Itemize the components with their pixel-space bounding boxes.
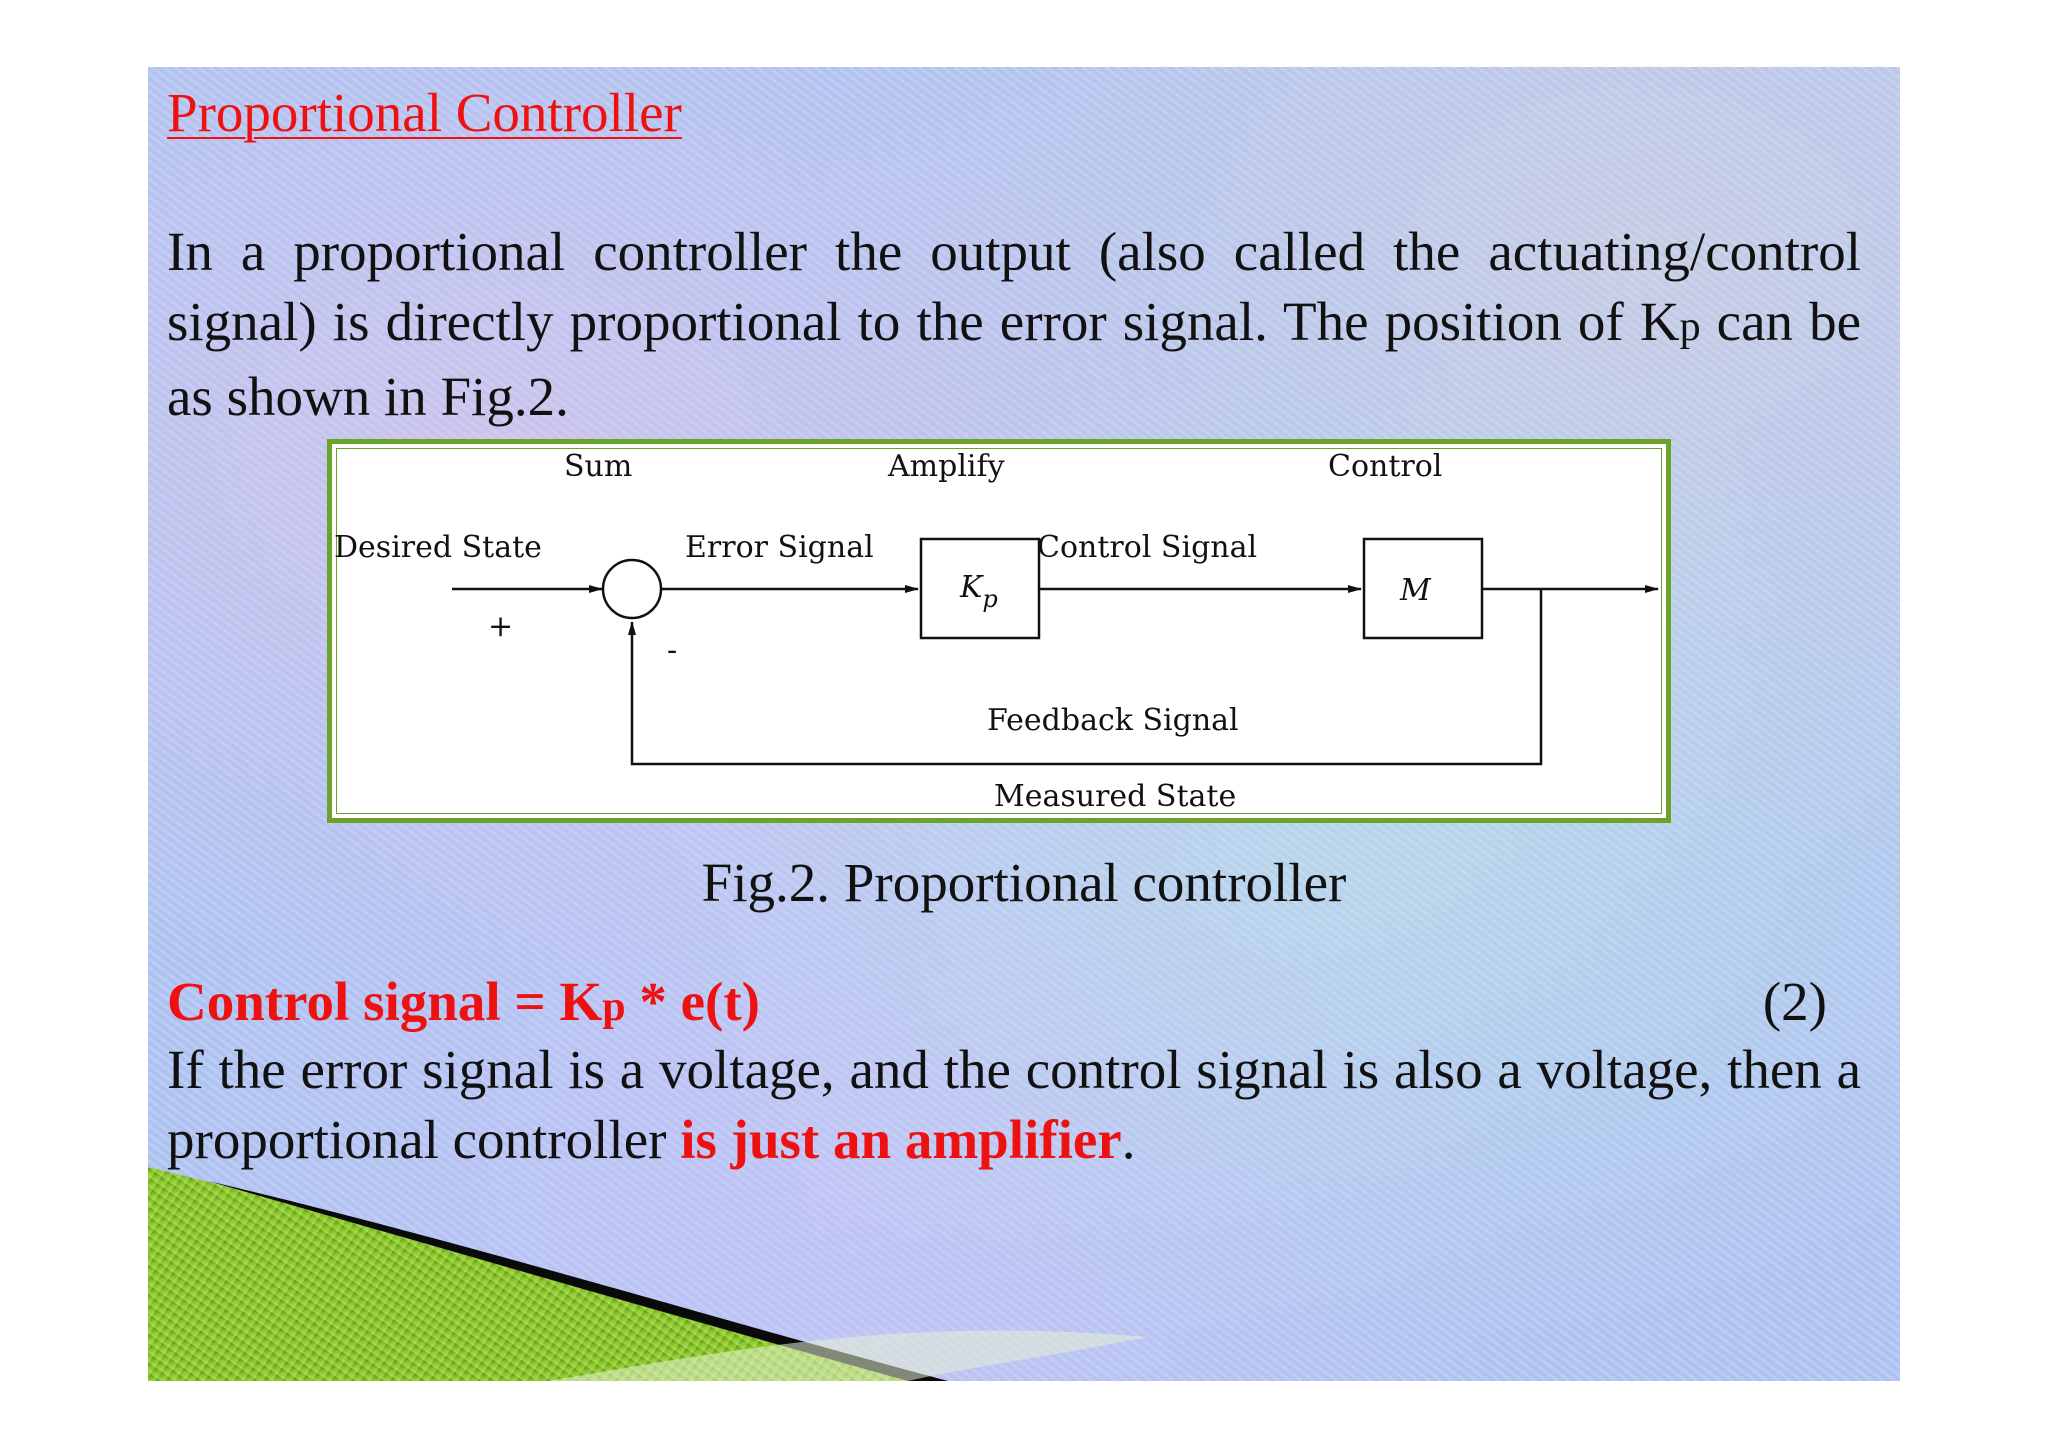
summing-junction	[601, 558, 663, 620]
label-control-signal: Control Signal	[1037, 530, 1257, 565]
equation-row: Control signal = Kp * e(t) (2)	[167, 967, 1827, 1037]
label-amplify: Amplify	[887, 449, 1005, 484]
conclusion-highlight: is just an amplifier	[680, 1109, 1122, 1170]
conclusion-end: .	[1121, 1109, 1136, 1170]
intro-text-end: can be as shown in Fig.2.	[167, 291, 1862, 427]
kp-block	[919, 537, 1041, 640]
block-diagram: Sum Amplify Control Desired State Error …	[327, 439, 1671, 823]
intro-text: In a proportional controller the output …	[167, 221, 1861, 352]
slide: Proportional Controller In a proportiona…	[148, 67, 1900, 1381]
equation: Control signal = Kp * e(t)	[167, 971, 760, 1032]
figure-caption: Fig.2. Proportional controller	[701, 852, 1347, 913]
equation-number: (2)	[1762, 971, 1827, 1032]
corner-swoosh-decoration	[148, 1167, 1148, 1381]
m-block-label: M	[1399, 573, 1432, 608]
label-desired-state: Desired State	[334, 530, 542, 565]
label-error-signal: Error Signal	[685, 530, 874, 565]
label-control: Control	[1328, 449, 1442, 484]
block-diagram-svg: Sum Amplify Control Desired State Error …	[334, 449, 1659, 814]
conclusion-paragraph: If the error signal is a voltage, and th…	[167, 1035, 1861, 1175]
intro-kp-subscript: p	[1679, 304, 1701, 350]
minus-sign: -	[667, 633, 677, 668]
label-sum: Sum	[564, 449, 632, 484]
label-feedback-signal: Feedback Signal	[987, 703, 1239, 738]
conclusion-text: If the error signal is a voltage, and th…	[167, 1039, 1861, 1170]
label-measured-state: Measured State	[994, 779, 1236, 814]
slide-title: Proportional Controller	[167, 82, 682, 143]
feedback-path	[628, 589, 1543, 766]
intro-paragraph: In a proportional controller the output …	[167, 217, 1861, 432]
diagram-inner-border	[336, 448, 1662, 814]
plus-sign: +	[488, 609, 513, 644]
kp-block-label: Kp	[959, 570, 998, 613]
